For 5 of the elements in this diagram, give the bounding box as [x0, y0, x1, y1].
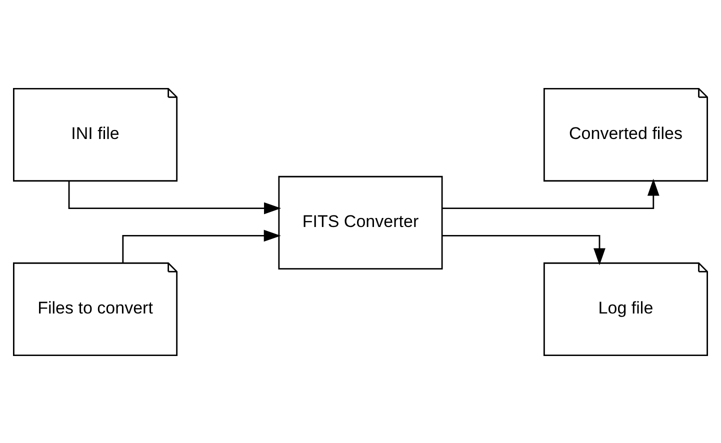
arrow — [68, 180, 282, 214]
node-box: FITS Converter — [278, 175, 443, 270]
arrow — [122, 229, 281, 263]
arrow — [442, 178, 660, 208]
arrow — [442, 234, 606, 265]
